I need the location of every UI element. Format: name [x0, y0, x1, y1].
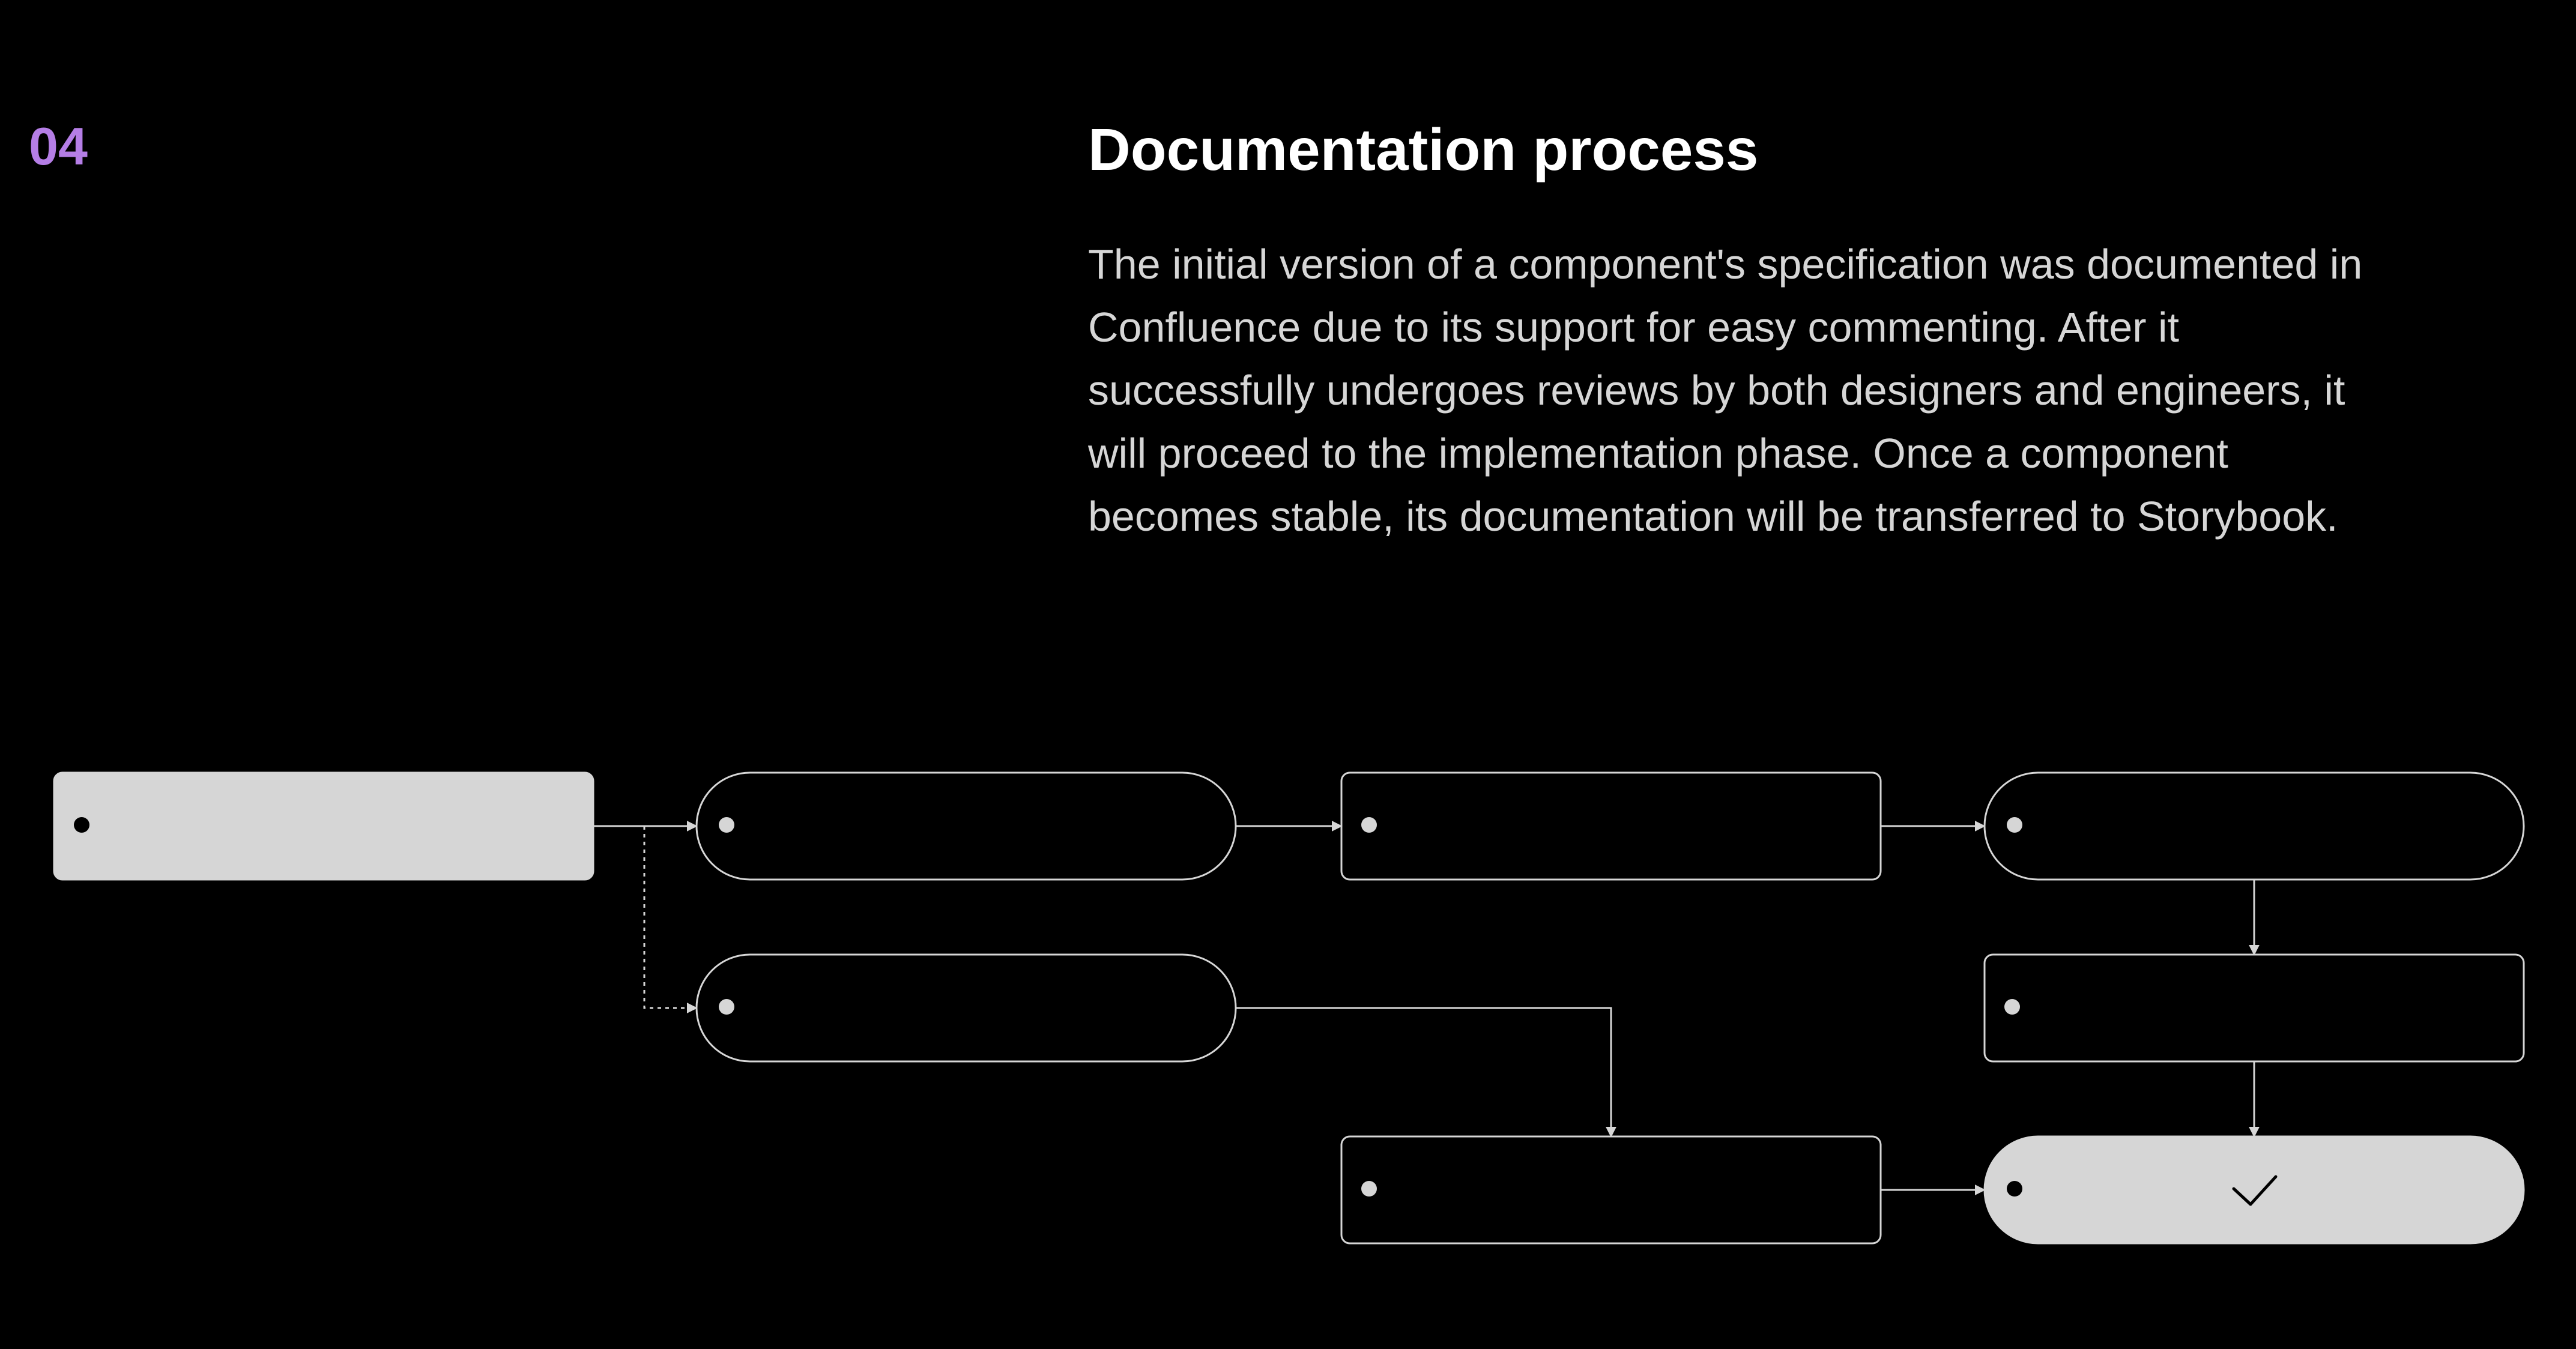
node-shape [695, 771, 1237, 881]
node-shape [1340, 771, 1882, 881]
flow-node-n7 [1340, 1135, 1882, 1245]
node-shape [1340, 1135, 1882, 1245]
checkmark-icon [2232, 1175, 2278, 1206]
node-shape [1983, 953, 2525, 1063]
node-bullet [2004, 999, 2020, 1015]
node-bullet [719, 999, 734, 1015]
node-bullet [74, 817, 89, 833]
node-bullet [2007, 1181, 2022, 1197]
flow-node-n4 [1983, 771, 2525, 881]
section-description: The initial version of a component's spe… [1088, 233, 2469, 548]
node-bullet [719, 817, 734, 833]
description-line: becomes stable, its documentation will b… [1088, 493, 2338, 540]
flow-node-n8 [1983, 1135, 2525, 1245]
flow-node-n2 [695, 771, 1237, 881]
node-bullet [1361, 817, 1377, 833]
connector-n1-n5 [643, 826, 698, 1013]
flow-node-n6 [1983, 953, 2525, 1063]
description-line: will proceed to the implementation phase… [1088, 430, 2228, 477]
section-number: 04 [29, 116, 88, 176]
node-shape [1983, 1135, 2525, 1245]
node-bullet [1361, 1181, 1377, 1197]
flow-node-n3 [1340, 771, 1882, 881]
node-shape [1983, 771, 2525, 881]
node-bullet [2007, 817, 2022, 833]
page-title: Documentation process [1088, 116, 1759, 183]
flow-node-n1 [53, 771, 594, 881]
flow-node-n5 [695, 953, 1237, 1063]
connector-n5-n7 [1236, 1007, 1616, 1138]
description-line: successfully undergoes reviews by both d… [1088, 367, 2345, 414]
node-shape [695, 953, 1237, 1063]
description-line: Confluence due to its support for easy c… [1088, 304, 2180, 351]
node-shape [53, 771, 594, 881]
description-line: The initial version of a component's spe… [1088, 241, 2363, 288]
